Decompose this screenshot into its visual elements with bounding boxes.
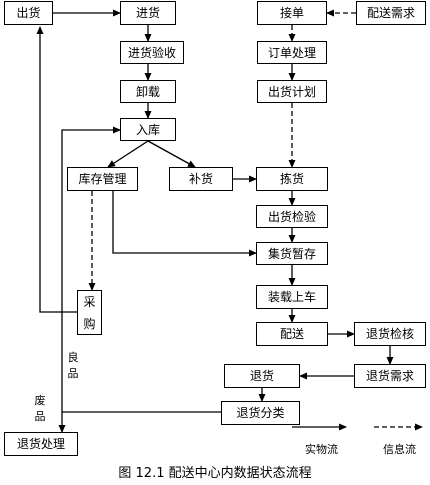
node-tuihuo-jianhe: 退货检核	[354, 322, 426, 346]
edge-ruku-buhuo	[147, 140, 196, 168]
node-chuhuo: 出货	[4, 1, 53, 25]
label-feipin: 废 品	[33, 393, 47, 425]
node-peisong: 配送	[256, 322, 328, 346]
edge-kucun-jihuo	[112, 191, 257, 257]
label-feipin-char-2: 品	[34, 410, 46, 423]
edge-ruku-kucun	[107, 140, 149, 168]
node-tuihuo-chuli: 退货处理	[4, 432, 78, 456]
node-buhuo: 补货	[169, 167, 233, 191]
node-peisong-xuqiu: 配送需求	[356, 1, 426, 25]
label-lianghpin-char-1: 良	[67, 351, 79, 364]
node-jihuo-zancun: 集货暂存	[256, 242, 328, 265]
node-chuhuo-jihua: 出货计划	[257, 80, 327, 103]
node-xiezai: 卸载	[120, 80, 176, 103]
figure-caption: 图 12.1 配送中心内数据状态流程	[118, 466, 312, 481]
node-ruku: 入库	[120, 118, 176, 141]
label-lianghpin-char-2: 品	[67, 367, 79, 380]
edge-fenlei-ruku	[61, 126, 221, 413]
node-caigou: 采 购	[77, 290, 102, 335]
node-chuhuo-jianyan: 出货检验	[256, 205, 328, 228]
node-tuihuo-xuqiu: 退货需求	[354, 364, 426, 388]
label-feipin-char-1: 废	[34, 394, 46, 407]
node-kucun-guanli: 库存管理	[67, 167, 138, 191]
node-jiedan: 接单	[257, 1, 327, 25]
edge-caigou-chuhuo	[36, 26, 77, 313]
node-jinhuo: 进货	[120, 1, 176, 25]
node-tuihuo-fenlei: 退货分类	[221, 401, 300, 425]
node-jianhuo: 拣货	[256, 167, 328, 191]
node-caigou-char-2: 购	[83, 316, 96, 331]
node-caigou-char-1: 采	[83, 294, 96, 309]
legend-info-label: 信息流	[383, 443, 416, 456]
node-jinhuo-yanshou: 进货验收	[120, 41, 184, 64]
node-zhuangzai-shangche: 装载上车	[256, 285, 328, 309]
label-lianghpin: 良 品	[66, 350, 80, 382]
node-dingdan-chuli: 订单处理	[257, 41, 327, 64]
legend-physical-label: 实物流	[305, 443, 338, 456]
node-tuihuo: 退货	[224, 364, 300, 388]
